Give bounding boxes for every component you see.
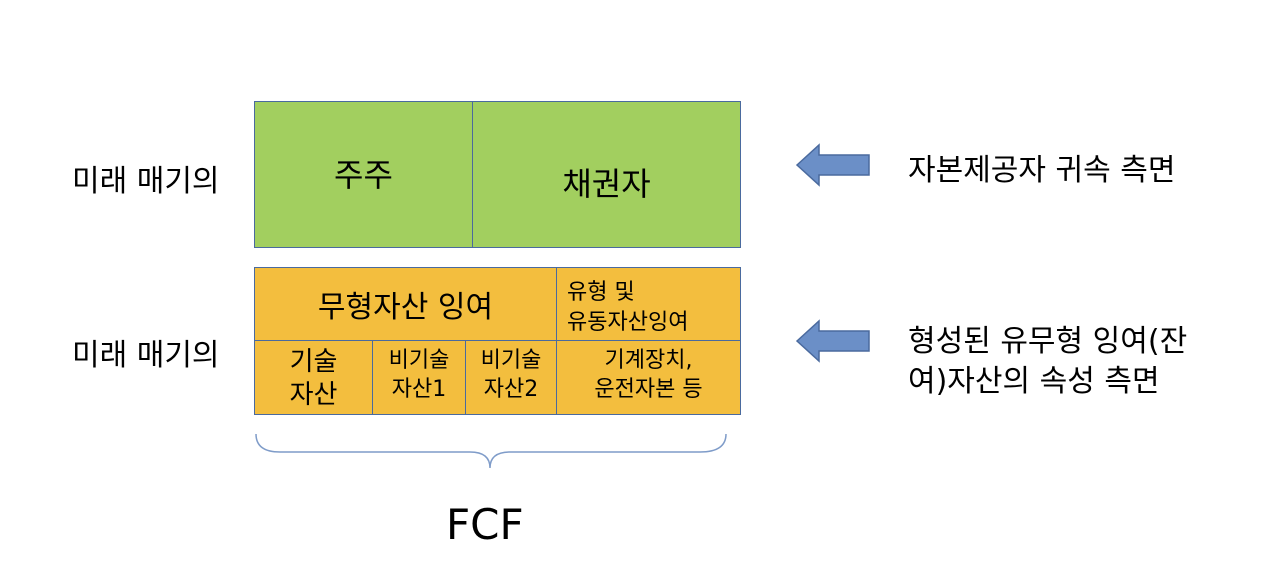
header-row-divider bbox=[255, 340, 740, 341]
non-tech-asset1-line1: 비기술 bbox=[388, 348, 450, 373]
capital-providers-box: 주주 채권자 bbox=[254, 101, 741, 248]
surplus-assets-box: 무형자산 잉여 유형 및 유동자산잉여 기술 자산 비기술 자산1 비기술 자산… bbox=[254, 267, 741, 415]
machinery-line1: 기계장치, bbox=[604, 348, 693, 373]
note-surplus-line1: 형성된 유무형 잉여(잔 bbox=[908, 324, 1188, 359]
tangible-title-line1: 유형 및 bbox=[567, 280, 635, 305]
machinery-line2: 운전자본 등 bbox=[594, 377, 703, 402]
fcf-label: FCF bbox=[446, 500, 524, 549]
non-tech-asset2-line1: 비기술 bbox=[480, 348, 542, 373]
cell-divider-1 bbox=[372, 340, 373, 414]
machinery-cell: 기계장치, 운전자본 등 bbox=[557, 346, 740, 404]
row-label-bottom: 미래 매기의 bbox=[72, 338, 220, 373]
capital-divider bbox=[472, 102, 473, 247]
curly-brace bbox=[255, 433, 727, 469]
shareholders-label: 주주 bbox=[334, 156, 393, 194]
tangible-title-line2: 유동자산잉여 bbox=[567, 310, 689, 335]
tech-asset-line1: 기술 bbox=[289, 347, 338, 377]
tech-asset-cell: 기술 자산 bbox=[255, 346, 372, 412]
non-tech-asset2-cell: 비기술 자산2 bbox=[466, 346, 556, 404]
arrow-left-icon-bottom bbox=[795, 319, 870, 363]
non-tech-asset1-line2: 자산1 bbox=[391, 377, 447, 402]
tech-asset-line2: 자산 bbox=[289, 380, 338, 410]
intangible-tangible-divider bbox=[556, 268, 557, 414]
creditors-label: 채권자 bbox=[562, 165, 651, 203]
row-label-top: 미래 매기의 bbox=[72, 164, 220, 199]
tangible-surplus-title: 유형 및 유동자산잉여 bbox=[567, 278, 688, 338]
intangible-surplus-title: 무형자산 잉여 bbox=[317, 290, 494, 325]
cell-divider-2 bbox=[465, 340, 466, 414]
note-surplus-assets: 형성된 유무형 잉여(잔 여)자산의 속성 측면 bbox=[908, 322, 1187, 402]
non-tech-asset2-line2: 자산2 bbox=[483, 377, 539, 402]
note-capital-providers: 자본제공자 귀속 측면 bbox=[908, 153, 1176, 188]
arrow-left-icon-top bbox=[795, 143, 870, 187]
non-tech-asset1-cell: 비기술 자산1 bbox=[373, 346, 465, 404]
note-surplus-line2: 여)자산의 속성 측면 bbox=[908, 364, 1160, 399]
